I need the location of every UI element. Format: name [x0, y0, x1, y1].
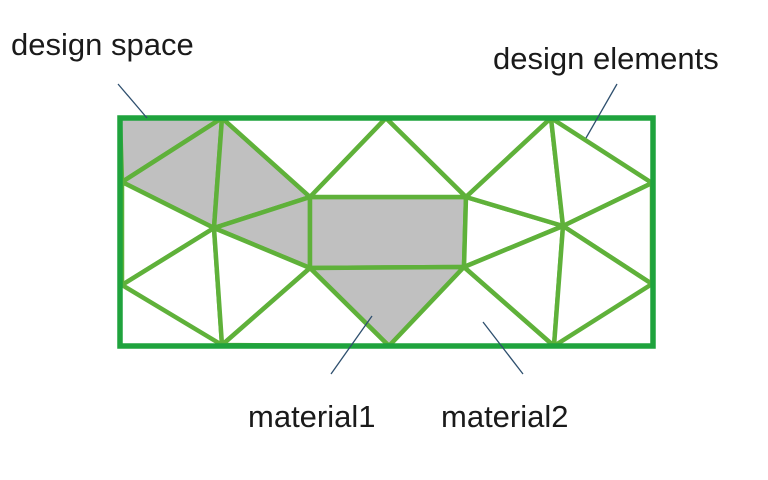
label-design-space: design space — [11, 27, 194, 62]
label-design-elements: design elements — [493, 41, 719, 76]
label-material2: material2 — [441, 399, 569, 434]
leader-design-elements — [585, 83, 618, 139]
design-space-frame — [117, 115, 656, 349]
label-material1: material1 — [248, 399, 376, 434]
leader-material1 — [330, 315, 373, 375]
leader-design-space — [117, 83, 148, 119]
leader-material2 — [482, 321, 524, 375]
element-material2 — [551, 223, 655, 349]
design-elements-mesh — [117, 115, 655, 349]
element-material1 — [307, 194, 469, 271]
